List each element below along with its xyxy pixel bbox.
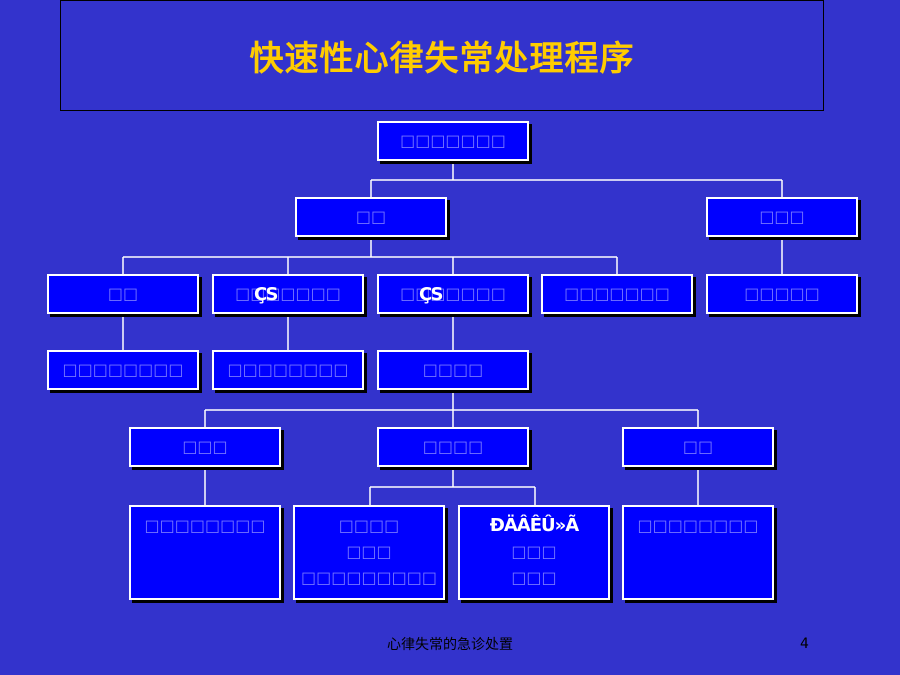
node-l5-a: □□□□□□□□: [129, 505, 281, 600]
node-l3-c-label: □□□□: [422, 360, 484, 379]
node-l2-d: □□□□□□□: [541, 274, 693, 314]
node-l5-a-label: □□□□□□□□: [144, 516, 266, 535]
node-l5-b-line1: □□□□: [338, 516, 400, 535]
page-number: 4: [800, 636, 809, 652]
footer-caption: 心律失常的急诊处置: [387, 637, 513, 653]
node-l3-b: □□□□□□□□: [212, 350, 364, 390]
node-l2-d-label: □□□□□□□: [564, 284, 670, 303]
node-l3-c: □□□□: [377, 350, 529, 390]
node-l1-left: □□: [295, 197, 447, 237]
node-l5-d: □□□□□□□□: [622, 505, 774, 600]
node-l5-c-line1: ÐÄÂÊÛ»Ã: [489, 515, 579, 536]
title-box: 快速性心律失常处理程序: [60, 0, 824, 111]
node-l2-a: □□: [47, 274, 199, 314]
node-l3-a-label: □□□□□□□□: [62, 360, 184, 379]
node-l1-left-label: □□: [355, 207, 387, 226]
page-title: 快速性心律失常处理程序: [249, 39, 635, 79]
node-l4-b-label: □□□□: [422, 437, 484, 456]
node-l1-right: □□□: [706, 197, 858, 237]
node-l2-c-overlay: ÇS: [419, 284, 443, 305]
node-l2-c: □□□□□□□ ÇS: [377, 274, 529, 314]
node-l5-c-line2: □□□: [511, 542, 557, 561]
node-l2-b-overlay: ÇS: [254, 284, 278, 305]
node-l2-e-label: □□□□□: [744, 284, 820, 303]
node-l2-c-label: □□□□□□□: [400, 284, 506, 303]
node-l5-b-line2: □□□: [346, 542, 392, 561]
node-l2-b-label: □□□□□□□: [235, 284, 341, 303]
node-l4-c: □□: [622, 427, 774, 467]
node-l4-c-label: □□: [682, 437, 714, 456]
node-l3-a: □□□□□□□□: [47, 350, 199, 390]
node-l5-b-line3: □□□□□□□□□: [300, 568, 438, 587]
node-l2-b: □□□□□□□ ÇS: [212, 274, 364, 314]
node-l1-right-label: □□□: [759, 207, 805, 226]
node-l5-b: □□□□ □□□ □□□□□□□□□: [293, 505, 445, 600]
node-l5-d-label: □□□□□□□□: [637, 516, 759, 535]
node-l3-b-label: □□□□□□□□: [227, 360, 349, 379]
node-l2-e: □□□□□: [706, 274, 858, 314]
node-root-label: □□□□□□□: [400, 131, 506, 150]
node-l5-c: ÐÄÂÊÛ»Ã □□□ □□□: [458, 505, 610, 600]
node-l4-a-label: □□□: [182, 437, 228, 456]
node-root: □□□□□□□: [377, 121, 529, 161]
node-l4-b: □□□□: [377, 427, 529, 467]
node-l5-c-line3: □□□: [511, 568, 557, 587]
node-l2-a-label: □□: [107, 284, 139, 303]
node-l4-a: □□□: [129, 427, 281, 467]
